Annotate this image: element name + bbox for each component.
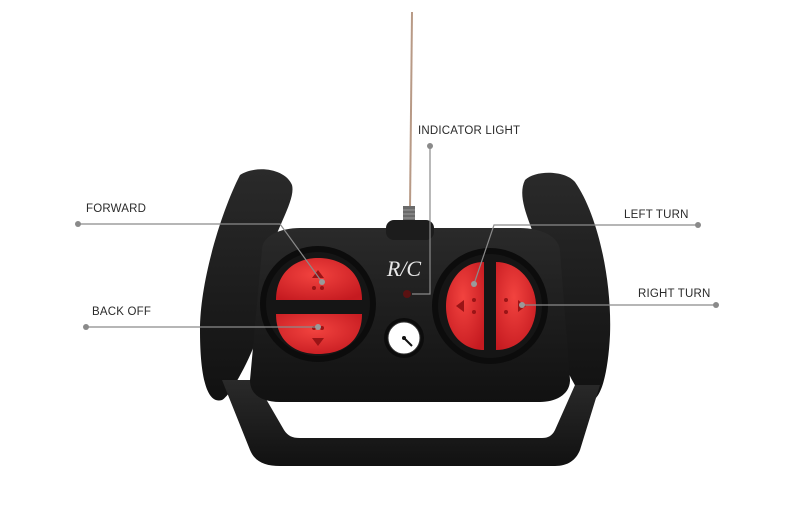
callout-right-turn: RIGHT TURN xyxy=(638,288,711,300)
callout-forward: FORWARD xyxy=(86,203,147,215)
forward-button[interactable] xyxy=(276,258,362,300)
callout-left-turn: LEFT TURN xyxy=(624,209,689,221)
indicator-light xyxy=(403,290,411,298)
callout-back-off: BACK OFF xyxy=(92,306,152,318)
antenna xyxy=(403,11,415,224)
callout-dots xyxy=(75,143,719,330)
speed-gauge-icon xyxy=(384,318,424,358)
callout-indicator-light: INDICATOR LIGHT xyxy=(418,125,521,137)
brand-mark: R/C xyxy=(386,256,422,281)
callout-lines xyxy=(78,146,716,328)
callout-target-dots xyxy=(315,279,525,330)
